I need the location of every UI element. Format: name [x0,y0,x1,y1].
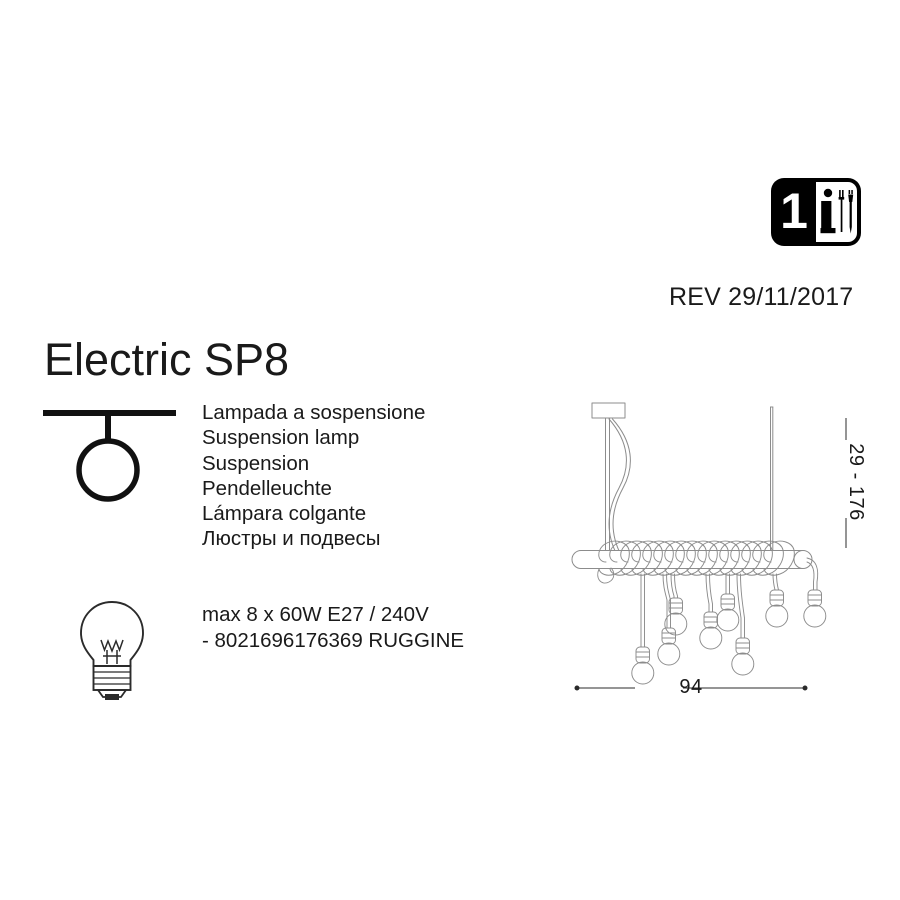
badge-piece-count: 1 [771,178,816,246]
pendant-drop [631,573,655,685]
technical-specs: max 8 x 60W E27 / 240V - 8021696176369 R… [202,602,542,654]
pendant-drop [657,573,681,666]
description-en: Suspension lamp [202,426,360,450]
cable-hook-left [597,567,615,584]
description-fr: Suspension [202,451,310,475]
product-technical-drawing [571,402,847,691]
spec-lamp-rating: max 8 x 60W E27 / 240V [202,603,429,626]
power-cable [608,418,631,556]
spec-code-finish: - 8021696176369 RUGGINE [202,629,465,652]
dimension-lines [574,418,847,691]
badge-info-panel [816,182,857,242]
dimension-height-label: 29 - 176 [845,443,868,521]
pendant-drop [716,573,740,632]
pendant-drop [699,573,723,650]
support-rod-right [770,406,774,553]
pendant-drop [731,573,755,676]
revision-date: REV 29/11/2017 [669,283,854,311]
dimension-width-label: 94 [679,676,703,698]
ceiling-rose [591,402,626,419]
support-rod-left [605,417,610,559]
horizontal-bar [571,550,813,569]
description-es: Lámpara colgante [202,502,367,526]
package-info-badge: 1 [771,178,861,246]
pendant-drop [664,573,688,636]
pendant-drops [631,557,827,685]
tools-icon [838,190,854,234]
pendant-drop [803,557,827,628]
description-ru: Люстры и подвесы [202,527,381,551]
info-icon [820,188,836,234]
pendant-lamp-pictogram [43,410,176,502]
light-bulb-icon [80,601,144,700]
page-title: Electric SP8 [44,334,290,385]
badge-number: 1 [780,183,808,239]
pendant-drop [765,573,789,628]
product-description-list: Lampada a sospensione Suspension lamp Su… [202,400,502,552]
description-de: Pendelleuchte [202,476,332,500]
description-it: Lampada a sospensione [202,401,426,424]
